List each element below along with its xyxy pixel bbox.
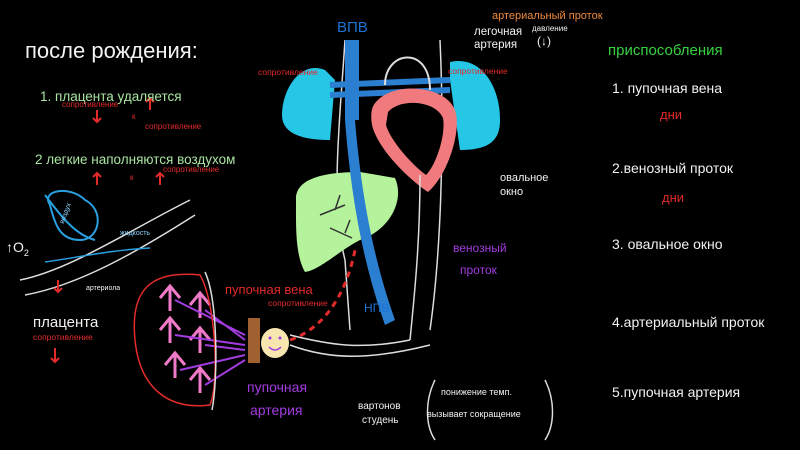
wharton-jelly-label-1: вартонов [358, 401, 401, 412]
pulmonary-artery-label-2: артерия [474, 39, 518, 51]
baby-smile [268, 346, 282, 351]
uterine-wall [204, 271, 217, 411]
placenta-label: плацента [33, 314, 99, 331]
placenta-resistance: сопротивление [33, 332, 93, 342]
placenta-boundary [133, 273, 216, 407]
resistance-arrows [50, 96, 165, 364]
adaptation-1: 1. пупочная вена [612, 80, 723, 96]
pulmonary-artery-label-1: легочная [474, 26, 523, 38]
adaptation-5: 5.пупочная артерия [612, 384, 741, 400]
umbilical-cord-lines [289, 334, 431, 357]
temperature-label-1: понижение темп. [441, 387, 512, 397]
umbilical-vein-resistance: сопротивление [268, 298, 328, 308]
adaptation-4: 4.артериальный проток [612, 314, 765, 330]
step-1-mid: к [132, 112, 136, 121]
umbilical-vein-path [289, 249, 357, 342]
umbilical-artery-label-1: пупочная [247, 379, 308, 395]
air-arrow [44, 194, 96, 241]
arteriole-vessel [19, 199, 196, 296]
temperature-label-2: вызывает сокращение [427, 409, 521, 419]
adaptations-title: приспособления [608, 42, 723, 59]
pressure-arrow: (↓) [537, 34, 551, 48]
umbilical-artery-label-2: артерия [250, 402, 303, 418]
step-1: 1. плацента удаляется [40, 89, 182, 104]
oxygen-label: ↑O2 [6, 240, 29, 258]
foramen-ovale-label-1: овальное [500, 172, 549, 184]
placenta-villi [158, 283, 212, 393]
liver-vessels [319, 194, 353, 239]
step-2: 2 легкие наполняются воздухом [35, 152, 236, 167]
ivc-label: НПВ [364, 301, 390, 315]
cord-clamp [248, 318, 260, 363]
step-2-mid: к [130, 173, 134, 182]
umbilical-vein-label: пупочная вена [225, 282, 313, 297]
baby-face [261, 328, 289, 358]
heart-inner [386, 102, 444, 175]
foramen-ovale-label-2: окно [500, 186, 524, 198]
adaptation-3: 3. овальное окно [612, 236, 723, 252]
step-2-resistance: сопротивление [163, 165, 220, 174]
lung-resistance: сопротивление [448, 66, 508, 76]
temp-bracket-right [544, 379, 554, 441]
baby-eye-left [268, 336, 272, 340]
temp-bracket-left [426, 379, 436, 441]
svc-vessel [345, 40, 359, 120]
svc-resistance: сопротивление [258, 67, 318, 77]
aortic-arch [384, 56, 431, 91]
adaptation-2: 2.венозный проток [612, 160, 734, 176]
descending-aorta [409, 174, 421, 341]
oxygen-text: ↑O [6, 239, 24, 255]
arteriole-arrow [44, 247, 151, 263]
liver [295, 172, 399, 272]
pressure-label: давление [532, 24, 568, 33]
ductus-arteriosus-label: артериальный проток [492, 10, 603, 22]
adaptation-1-days: дни [660, 107, 683, 122]
arteriole-label: артериола [86, 285, 121, 292]
ductus-venosus-label-1: венозный [453, 241, 507, 255]
baby-eye-right [278, 336, 282, 340]
placenta-vessels [174, 299, 246, 386]
svc-label: ВПВ [337, 19, 368, 36]
page-title: после рождения: [25, 38, 198, 63]
adaptation-2-days: дни [662, 190, 685, 205]
left-lung [282, 68, 335, 140]
alveolus [47, 189, 99, 242]
ivc-vessel [345, 120, 395, 325]
ductus-venosus-label-2: проток [460, 263, 497, 277]
fluid-label: жидкость [120, 230, 151, 237]
wharton-jelly-label-2: студень [362, 415, 399, 426]
oxygen-subscript: 2 [23, 247, 29, 258]
right-lung [450, 60, 500, 150]
step-1-resistance-left: сопротивление [62, 100, 119, 109]
step-1-resistance-right: сопротивление [145, 122, 202, 131]
